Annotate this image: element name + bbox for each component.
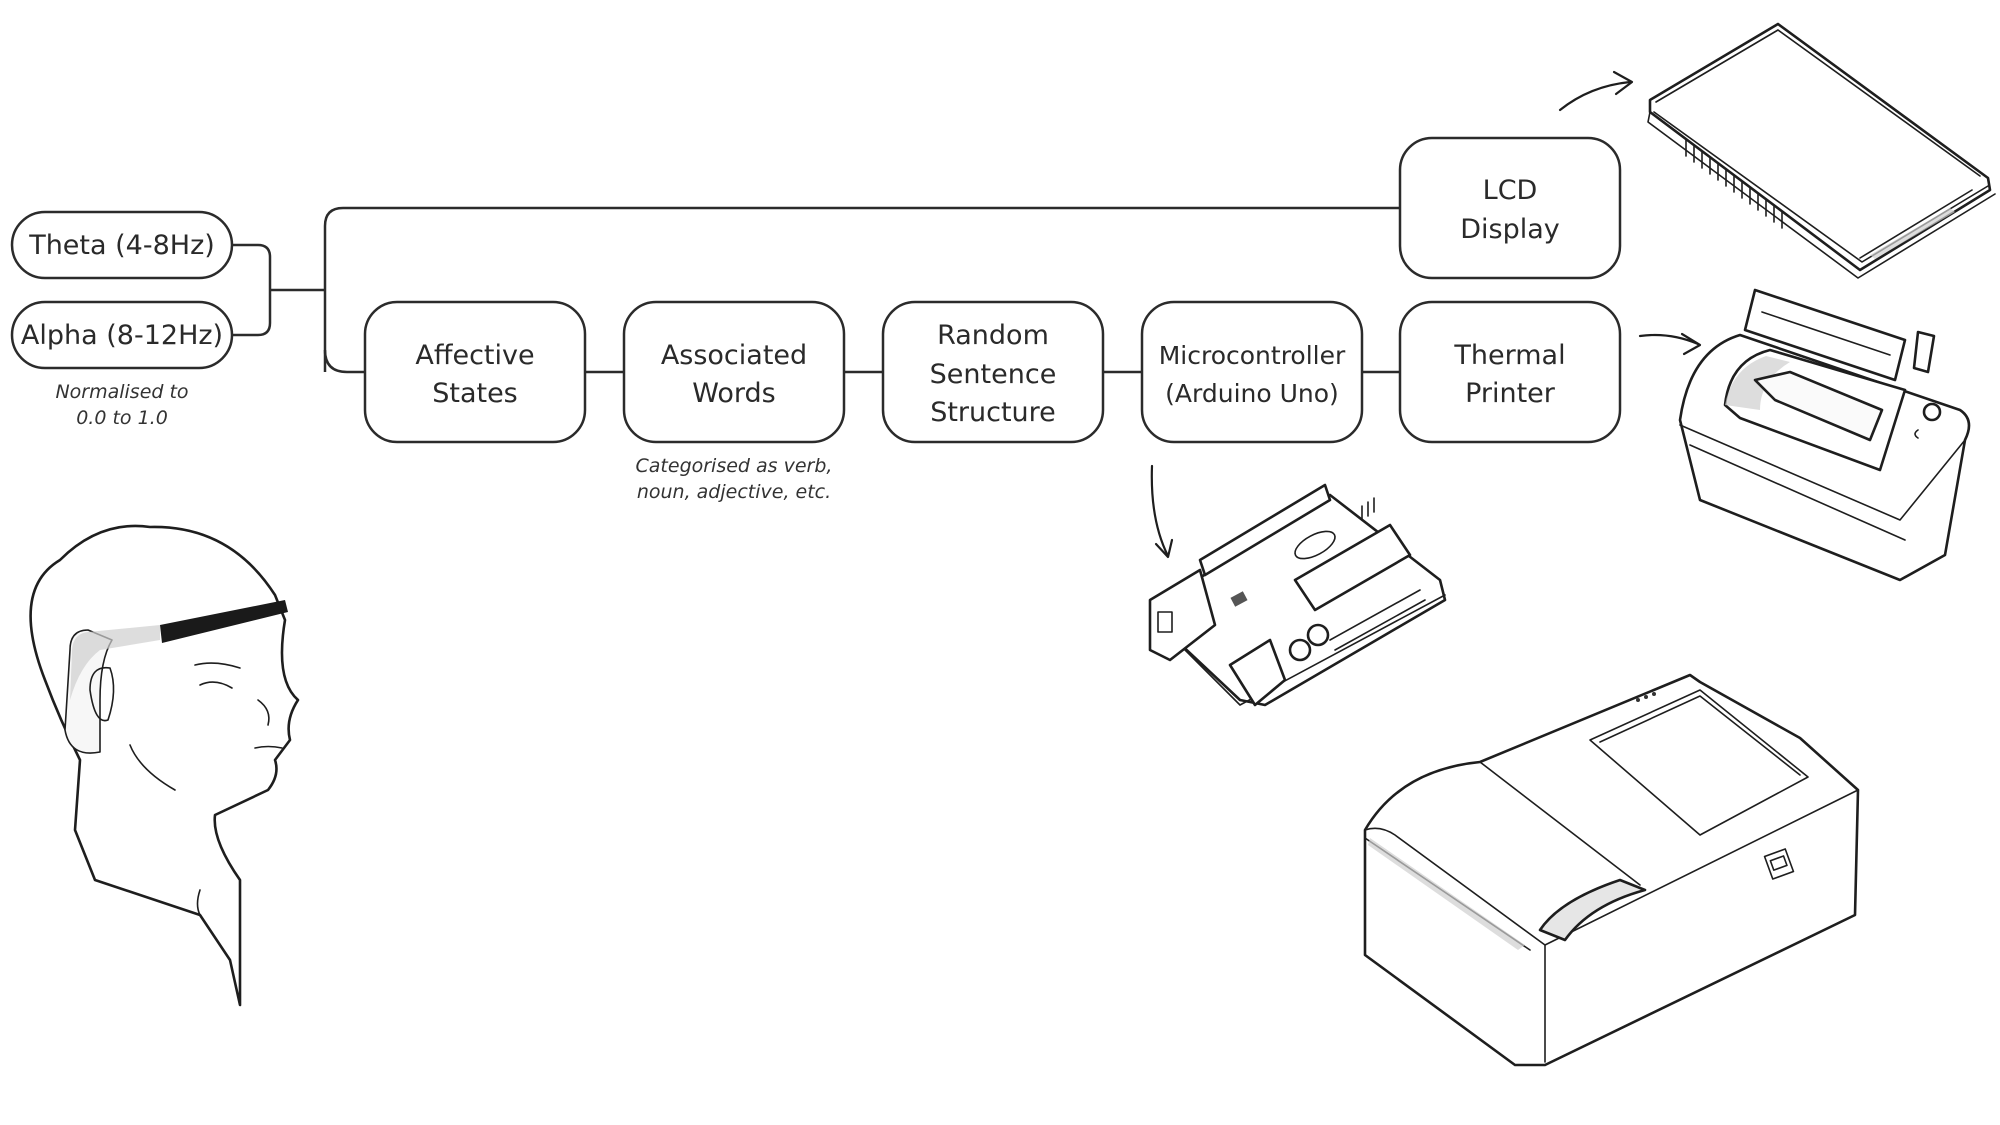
node-random-sentence-line-2: Sentence bbox=[930, 359, 1057, 390]
input-note-line-2: 0.0 to 1.0 bbox=[76, 407, 168, 429]
words-note-line-1: Categorised as verb, bbox=[636, 455, 833, 477]
words-note: Categorised as verb, noun, adjective, et… bbox=[636, 455, 833, 503]
node-microcontroller-line-1: Microcontroller bbox=[1159, 341, 1346, 370]
node-random-sentence-structure: Random Sentence Structure bbox=[881, 300, 1105, 444]
input-note: Normalised to 0.0 to 1.0 bbox=[55, 381, 188, 429]
thermal-printer-open-icon bbox=[1678, 288, 1971, 582]
node-affective-states-line-2: States bbox=[432, 378, 518, 409]
connector-bus-to-lcd bbox=[323, 206, 1400, 372]
node-thermal-printer-line-2: Printer bbox=[1465, 378, 1556, 409]
arrow-to-lcd-illustration bbox=[1558, 70, 1634, 112]
arduino-board-icon bbox=[1148, 483, 1447, 707]
input-alpha: Alpha (8-12Hz) bbox=[10, 300, 234, 370]
node-lcd-display: LCD Display bbox=[1398, 136, 1622, 280]
input-theta-label: Theta (4-8Hz) bbox=[28, 230, 215, 261]
input-alpha-label: Alpha (8-12Hz) bbox=[21, 320, 223, 351]
node-random-sentence-line-1: Random bbox=[937, 320, 1049, 351]
input-note-line-1: Normalised to bbox=[55, 381, 188, 403]
head-with-eeg-headband-icon bbox=[29, 524, 300, 1007]
words-note-line-2: noun, adjective, etc. bbox=[637, 481, 831, 503]
lcd-pins bbox=[1685, 139, 1783, 229]
node-affective-states-line-1: Affective bbox=[415, 340, 534, 371]
node-lcd-display-line-1: LCD bbox=[1483, 175, 1538, 206]
connectors bbox=[232, 206, 1400, 374]
node-microcontroller-line-2: (Arduino Uno) bbox=[1165, 379, 1339, 408]
node-lcd-display-line-2: Display bbox=[1460, 214, 1560, 245]
node-affective-states: Affective States bbox=[363, 300, 587, 444]
node-associated-words-line-2: Words bbox=[692, 378, 775, 409]
input-theta: Theta (4-8Hz) bbox=[10, 210, 234, 280]
node-microcontroller: Microcontroller (Arduino Uno) bbox=[1140, 300, 1364, 444]
arrow-to-arduino-illustration bbox=[1150, 464, 1174, 559]
lcd-screen-icon bbox=[1647, 22, 1996, 279]
node-associated-words-line-1: Associated bbox=[661, 340, 807, 371]
connector-theta bbox=[232, 243, 272, 290]
node-random-sentence-line-3: Structure bbox=[930, 397, 1056, 428]
node-thermal-printer-line-1: Thermal bbox=[1453, 340, 1565, 371]
node-thermal-printer: Thermal Printer bbox=[1398, 300, 1622, 444]
arrow-to-printer-illustration bbox=[1638, 332, 1702, 356]
connector-alpha bbox=[232, 290, 272, 337]
thermal-printer-closed-icon bbox=[1363, 673, 1860, 1067]
connector-bus-to-affective bbox=[323, 349, 365, 374]
node-associated-words: Associated Words bbox=[622, 300, 846, 444]
